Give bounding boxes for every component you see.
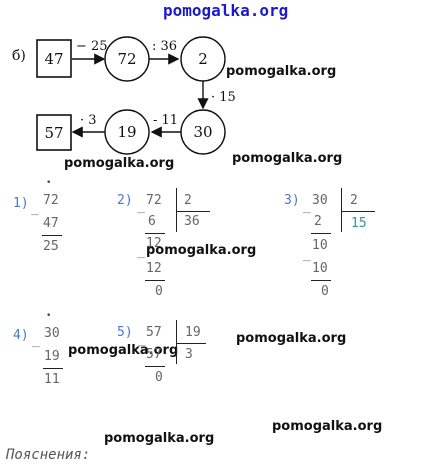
- top-watermark: pomogalka.org: [163, 1, 289, 20]
- solution-2-quotient: 36: [184, 214, 200, 229]
- start-value: 47: [44, 50, 63, 68]
- solution-3-sub2: 10: [312, 261, 328, 276]
- op-minus-11: - 11: [153, 113, 178, 128]
- solution-5-number: 5): [117, 325, 133, 340]
- op-div-36: : 36: [152, 39, 177, 54]
- solution-3-sub1: 2: [314, 214, 322, 229]
- solution-5-quotient: 3: [185, 347, 193, 362]
- solution-2-vertical-bar: [176, 188, 177, 232]
- solution-2-number: 2): [117, 193, 133, 208]
- solution-3-dividend: 30: [312, 193, 328, 208]
- solution-3-minus: _: [303, 199, 311, 214]
- flow-diagram: 47 − 25 72 : 36 2 · 15 30 - 11 19 · 3 57: [36, 36, 236, 155]
- solution-3-quotient: 15: [351, 216, 367, 231]
- solution-2-rule-2: [145, 280, 165, 281]
- solution-4-result: 11: [44, 372, 60, 387]
- solution-1-result: 25: [43, 239, 59, 254]
- solution-2-divisor: 2: [184, 193, 192, 208]
- node-72-value: 72: [117, 50, 136, 68]
- solution-1-minuend: 72: [43, 193, 59, 208]
- watermark-5: pomogalka.org: [68, 343, 179, 358]
- solution-3-rule-1: [311, 233, 331, 234]
- solution-2-rem1: 12: [146, 236, 162, 251]
- node-30-value: 30: [193, 123, 212, 141]
- solution-2-rem2: 0: [155, 284, 163, 299]
- solution-5-rem: 0: [155, 370, 163, 385]
- solution-2-minus-2: _: [137, 244, 145, 259]
- solution-1-subtrahend: 47: [43, 216, 59, 231]
- op-mul-15: · 15: [211, 90, 236, 105]
- solution-5-quotient-bar: [176, 343, 206, 344]
- watermark-1: pomogalka.org: [226, 64, 337, 79]
- solution-3-divisor: 2: [350, 193, 358, 208]
- solution-2-minus: _: [137, 199, 145, 214]
- solution-5-dividend: 57: [146, 325, 162, 340]
- end-value: 57: [44, 124, 63, 142]
- solution-2-sub1: 6: [148, 214, 156, 229]
- solution-1-minus: _: [31, 201, 39, 216]
- solution-3-quotient-bar: [341, 211, 375, 212]
- node-19-value: 19: [117, 123, 136, 141]
- solution-1-rule: [42, 235, 62, 236]
- solution-5-minus: _: [138, 332, 146, 347]
- start-box: [36, 39, 72, 78]
- watermark-8: pomogalka.org: [104, 431, 215, 446]
- diagram-label: б): [12, 48, 26, 64]
- solution-4-minus: _: [32, 333, 40, 348]
- solution-5-vertical-bar: [176, 320, 177, 364]
- watermark-6: pomogalka.org: [236, 331, 347, 346]
- solution-5-sub1: 57: [146, 347, 162, 362]
- solution-1-number: 1): [13, 196, 29, 211]
- op-minus-25: − 25: [76, 39, 108, 54]
- solution-4-subtrahend: 19: [44, 349, 60, 364]
- end-box: [36, 114, 72, 151]
- solution-3-vertical-bar: [341, 188, 342, 232]
- watermark-4: pomogalka.org: [146, 243, 257, 258]
- solution-4-number: 4): [13, 328, 29, 343]
- solution-4-rule: [43, 368, 63, 369]
- solution-5-rule: [145, 366, 165, 367]
- explanations-heading: Пояснения:: [6, 447, 91, 463]
- solution-3-rule-2: [311, 280, 331, 281]
- solution-1-borrow-dot: •: [46, 178, 52, 188]
- solution-2-sub2: 12: [146, 261, 162, 276]
- solution-2-rule-1: [145, 233, 165, 234]
- op-mul-3: · 3: [80, 113, 97, 128]
- solution-3-minus-2: _: [303, 247, 311, 262]
- solution-3-rem2: 0: [321, 284, 329, 299]
- watermark-2: pomogalka.org: [64, 156, 175, 171]
- solution-4-minuend: 30: [44, 326, 60, 341]
- solution-4-borrow-dot: •: [46, 311, 52, 321]
- watermark-7: pomogalka.org: [272, 419, 383, 434]
- solution-3-rem1: 10: [312, 238, 328, 253]
- solution-5-divisor: 19: [185, 325, 201, 340]
- watermark-3: pomogalka.org: [232, 151, 343, 166]
- solution-3-number: 3): [284, 193, 300, 208]
- solution-2-quotient-bar: [176, 211, 210, 212]
- solution-2-dividend: 72: [146, 193, 162, 208]
- node-2-value: 2: [198, 50, 208, 68]
